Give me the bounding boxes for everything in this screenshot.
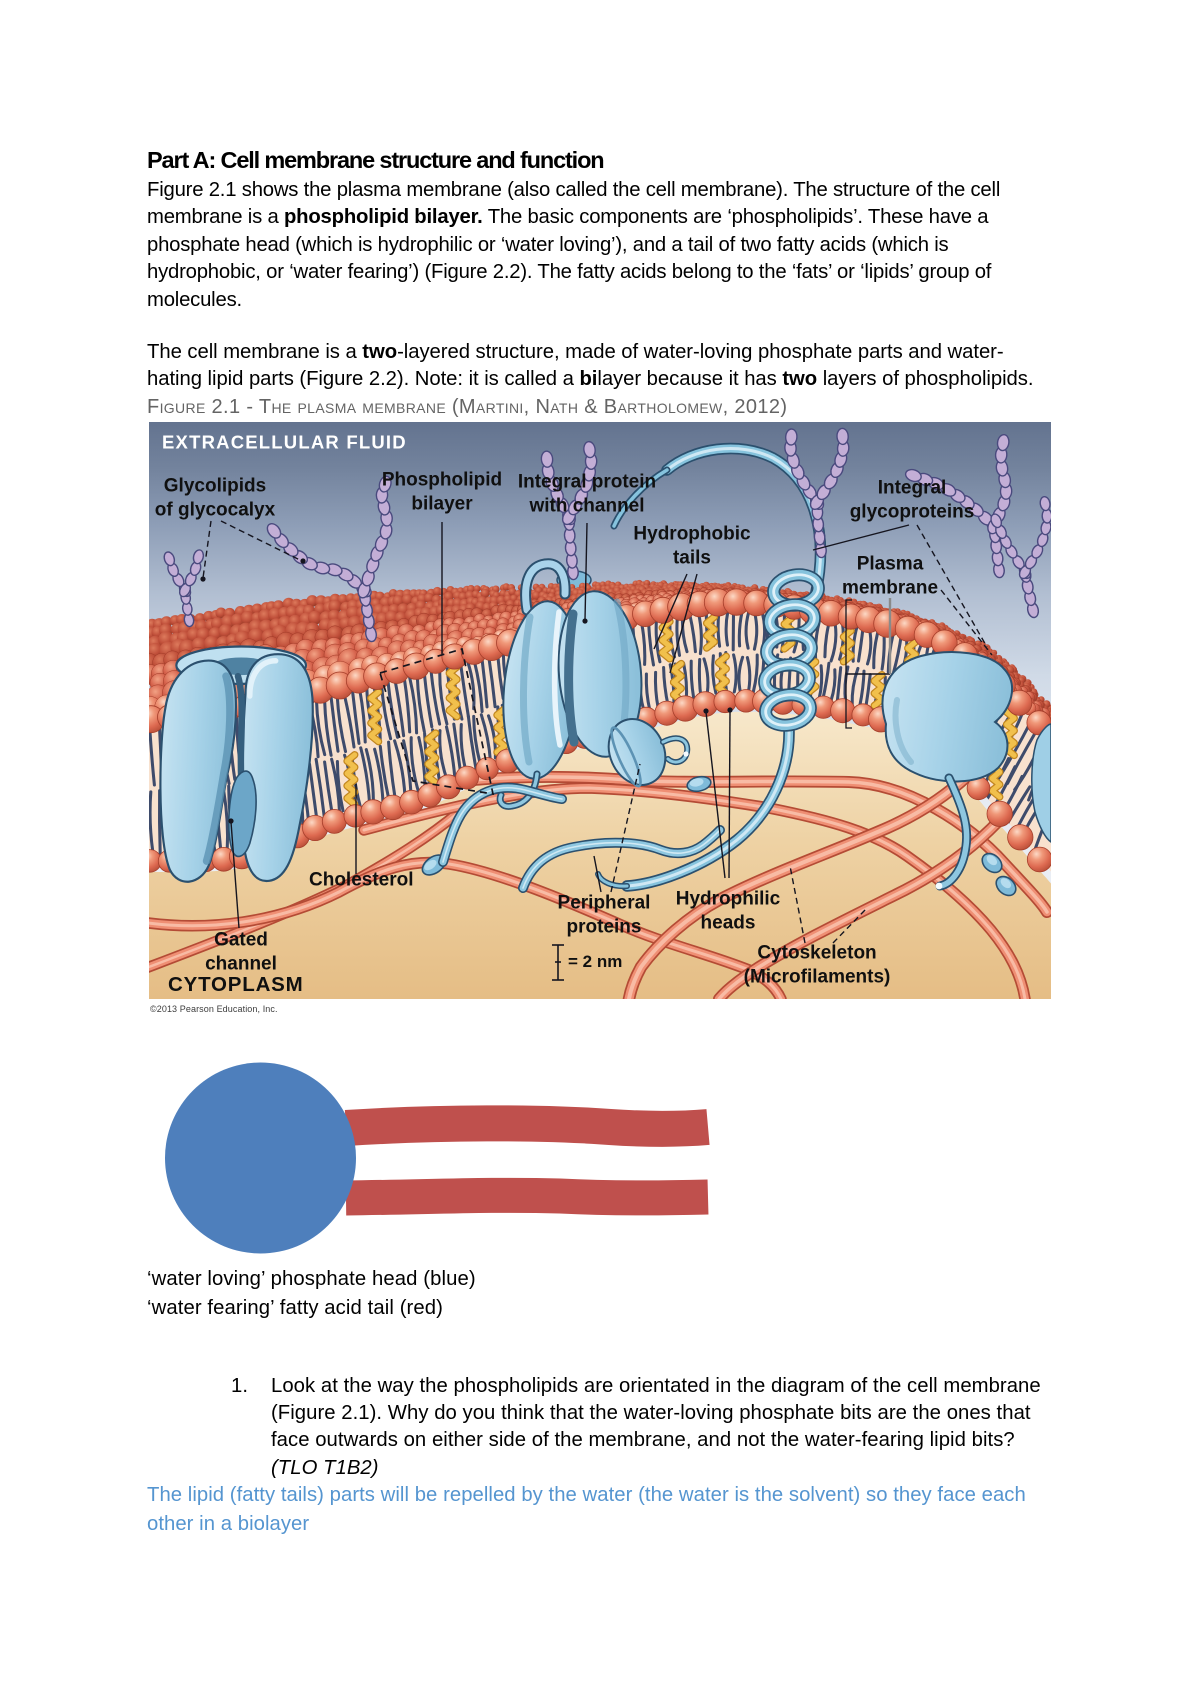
svg-text:bilayer: bilayer [411,494,473,515]
svg-text:Cholesterol: Cholesterol [309,870,414,891]
svg-text:proteins: proteins [567,917,642,938]
svg-text:glycoproteins: glycoproteins [850,502,975,523]
svg-text:of glycocalyx: of glycocalyx [155,500,276,521]
svg-text:Integral: Integral [878,478,947,499]
svg-text:Hydrophilic: Hydrophilic [676,889,781,910]
svg-text:membrane: membrane [842,578,938,599]
svg-text:Gated: Gated [214,930,268,951]
svg-text:Plasma: Plasma [857,554,924,575]
svg-text:heads: heads [701,913,756,934]
svg-text:(Microfilaments): (Microfilaments) [744,967,891,988]
svg-text:Integral protein: Integral protein [518,472,656,493]
svg-text:Peripheral: Peripheral [558,893,651,914]
svg-text:CYTOPLASM: CYTOPLASM [168,973,304,996]
svg-text:= 2 nm: = 2 nm [568,952,622,971]
svg-text:tails: tails [673,548,711,569]
svg-text:with channel: with channel [528,496,644,517]
svg-text:Cytoskeleton: Cytoskeleton [757,943,876,964]
svg-text:Phospholipid: Phospholipid [382,470,502,491]
svg-text:EXTRACELLULAR FLUID: EXTRACELLULAR FLUID [162,432,407,453]
svg-text:Hydrophobic: Hydrophobic [633,524,751,545]
svg-text:channel: channel [205,954,277,975]
svg-text:Glycolipids: Glycolipids [164,476,266,497]
